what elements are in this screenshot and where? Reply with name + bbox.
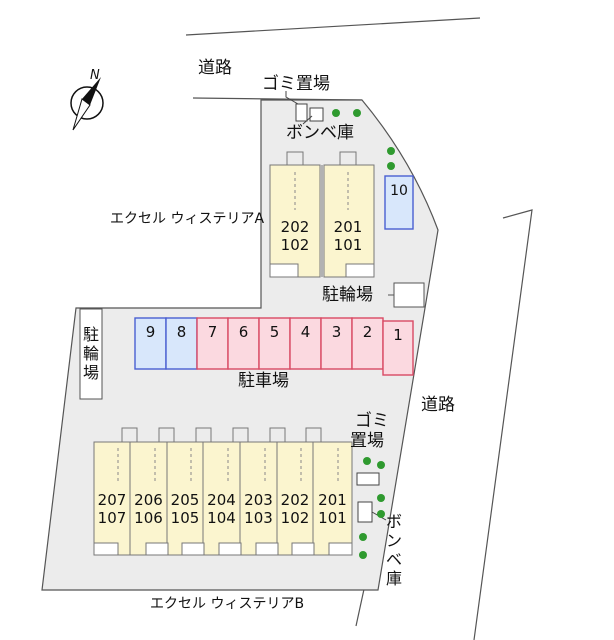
building-b <box>93 427 353 556</box>
trees <box>332 109 395 559</box>
building-b-unit: 203 103 <box>240 491 277 527</box>
unit-lower-number: 101 <box>333 236 363 254</box>
parking-area: 9 8 7 6 5 4 3 2 1 <box>134 317 414 376</box>
building-b-name: エクセル ウィステリアB <box>150 596 305 612</box>
parking-space-label: 2 <box>363 323 373 341</box>
road-label-top: 道路 <box>198 58 232 78</box>
unit-upper-number: 204 <box>207 491 236 509</box>
garbage-box-bottom <box>356 472 380 486</box>
unit-lower-number: 107 <box>97 509 127 527</box>
parking-space-label: 4 <box>301 323 311 341</box>
garbage-label-top: ゴミ置場 <box>262 74 330 94</box>
road-label-right: 道路 <box>421 395 455 415</box>
building-a-name: エクセル ウィステリアA <box>110 211 265 227</box>
unit-upper-number: 203 <box>244 491 273 509</box>
building-b-unit: 204 104 <box>203 491 240 527</box>
parking-space-label: 8 <box>177 323 187 341</box>
road-line-right-outer <box>473 209 533 640</box>
unit-lower-number: 102 <box>280 236 310 254</box>
car-parking-label: 駐車場 <box>238 371 289 391</box>
unit-upper-number: 202 <box>280 218 310 236</box>
unit-lower-number: 104 <box>207 509 236 527</box>
unit-lower-number: 103 <box>244 509 273 527</box>
parking-space-10 <box>384 175 414 230</box>
garbage-box-top <box>295 103 308 122</box>
gas-lead-top <box>302 115 313 125</box>
building-b-unit: 207 107 <box>94 491 130 527</box>
garbage-label-bottom-line1: ゴミ <box>355 411 389 431</box>
bike-parking-left-box <box>79 308 103 400</box>
garbage-label-bottom-line2: 置場 <box>350 431 384 451</box>
parking-space-label: 3 <box>332 323 342 341</box>
parking-space-label: 7 <box>208 323 218 341</box>
building-b-unit: 201 101 <box>313 491 352 527</box>
building-a-unit: 202 102 <box>276 218 314 254</box>
bike-parking-right-box <box>393 282 425 308</box>
unit-lower-number: 102 <box>280 509 310 527</box>
gas-storage-label-top: ボンベ庫 <box>286 123 354 143</box>
unit-lower-number: 106 <box>134 509 163 527</box>
gas-box-bottom <box>357 501 373 523</box>
gas-box-top <box>309 107 324 122</box>
unit-upper-number: 207 <box>97 491 127 509</box>
bike-parking-label-left: 駐輪場 <box>82 325 99 382</box>
gas-storage-label-bottom: ボンベ庫 <box>385 512 402 588</box>
unit-lower-number: 105 <box>170 509 200 527</box>
building-a <box>269 151 375 278</box>
parking-space-label: 1 <box>393 326 403 344</box>
unit-upper-number: 206 <box>134 491 163 509</box>
parking-space-1 <box>382 320 414 376</box>
parking-space-label: 9 <box>146 323 156 341</box>
unit-upper-number: 201 <box>333 218 363 236</box>
unit-upper-number: 205 <box>170 491 200 509</box>
building-a-unit: 201 101 <box>329 218 367 254</box>
building-b-unit: 202 102 <box>277 491 313 527</box>
parking-space-5 <box>258 317 291 370</box>
parking-space-10-label: 10 <box>390 183 408 199</box>
unit-lower-number: 101 <box>318 509 347 527</box>
building-b-unit: 206 106 <box>130 491 167 527</box>
parking-space-label: 5 <box>270 323 280 341</box>
building-b-unit: 205 105 <box>167 491 203 527</box>
unit-upper-number: 202 <box>280 491 310 509</box>
compass-north-label: N <box>90 68 100 83</box>
compass-icon <box>70 77 104 131</box>
unit-upper-number: 201 <box>318 491 347 509</box>
parking-space-label: 6 <box>239 323 249 341</box>
road-line-top-upper <box>185 17 481 36</box>
bike-parking-label-right: 駐輪場 <box>322 285 373 305</box>
parking-space-2 <box>351 317 384 370</box>
garbage-lead-top <box>285 91 299 105</box>
parking-space-4 <box>289 317 322 370</box>
